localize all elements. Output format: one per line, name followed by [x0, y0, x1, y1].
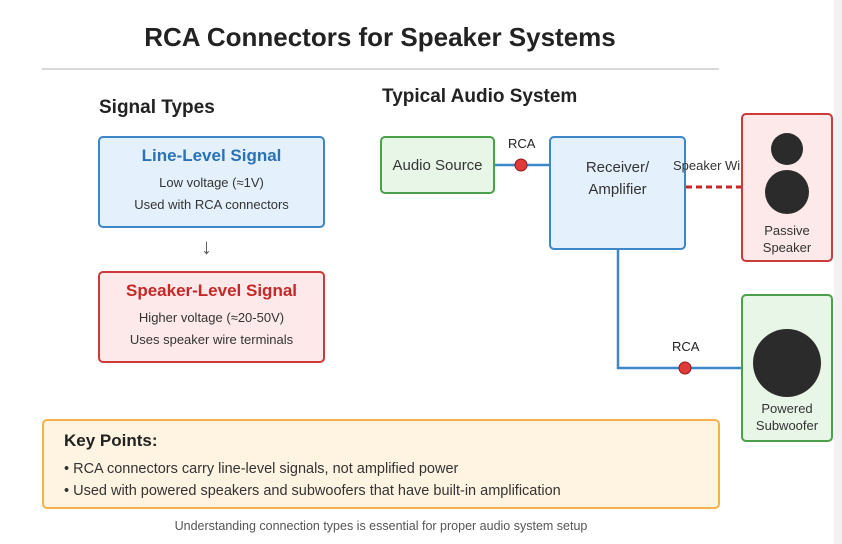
key-points-title: Key Points: — [64, 431, 158, 450]
line-level-usage: Used with RCA connectors — [134, 197, 289, 212]
speaker-label: Speaker — [762, 240, 812, 255]
audio-source-label: Audio Source — [392, 156, 483, 174]
passive-speaker-node: Passive Speaker — [741, 113, 833, 262]
speaker-level-usage: Uses speaker wire terminals — [129, 332, 294, 347]
receiver-label: Receiver/ — [585, 159, 650, 176]
powered-label: Powered — [761, 401, 813, 416]
down-arrow-icon: ↓ — [201, 234, 212, 259]
signal-types-heading: Signal Types — [99, 97, 215, 118]
footer-note: Understanding connection types is essent… — [174, 519, 588, 533]
passive-label: Passive — [764, 223, 810, 238]
speaker-level-signal-box: Speaker-Level Signal Higher voltage (≈20… — [98, 271, 325, 363]
powered-subwoofer-node: Powered Subwoofer — [741, 294, 833, 442]
title-divider — [42, 68, 719, 70]
key-point-item: Used with powered speakers and subwoofer… — [64, 480, 718, 502]
rca-label-bottom: RCA — [672, 339, 700, 354]
rca-label-top: RCA — [508, 136, 536, 151]
speaker-level-voltage: Higher voltage (≈20-50V) — [138, 310, 285, 325]
page-title: RCA Connectors for Speaker Systems — [144, 22, 616, 52]
audio-system-heading: Typical Audio System — [382, 86, 578, 107]
passive-speaker-icon — [765, 133, 809, 214]
amplifier-label: Amplifier — [588, 181, 647, 198]
subwoofer-label: Subwoofer — [755, 418, 819, 433]
rca-cable-receiver-subwoofer — [616, 250, 741, 370]
subwoofer-icon — [753, 329, 821, 397]
speaker-level-title: Speaker-Level Signal — [125, 281, 298, 300]
key-points-box: Key Points: RCA connectors carry line-le… — [42, 419, 720, 509]
key-point-item: RCA connectors carry line-level signals,… — [64, 458, 718, 480]
window-edge-strip — [834, 0, 842, 544]
speaker-wire-label: Speaker Wire — [673, 158, 752, 173]
receiver-amplifier-node: Receiver/ Amplifier — [549, 136, 686, 250]
line-level-title: Line-Level Signal — [141, 146, 282, 165]
line-level-voltage: Low voltage (≈1V) — [159, 175, 264, 190]
audio-source-node: Audio Source — [380, 136, 495, 194]
line-level-signal-box: Line-Level Signal Low voltage (≈1V) Used… — [98, 136, 325, 228]
rca-connector-icon — [514, 158, 528, 172]
rca-connector-icon — [678, 361, 692, 375]
